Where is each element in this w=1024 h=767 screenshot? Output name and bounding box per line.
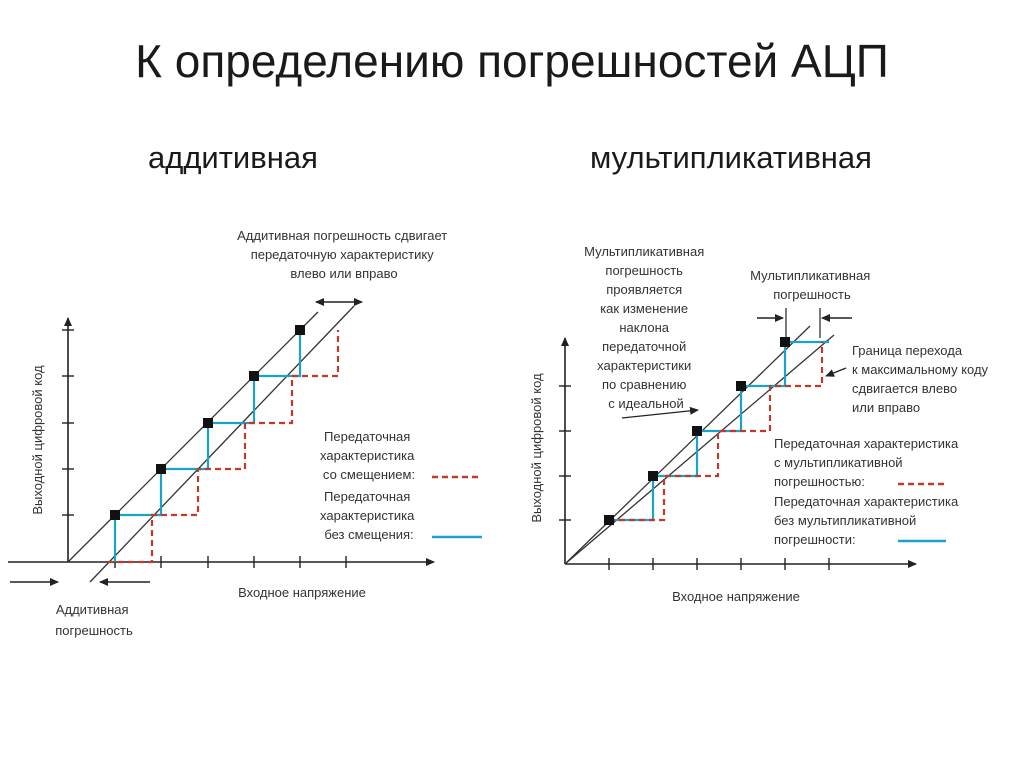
left-x-axis-label: Входное напряжение — [238, 585, 366, 600]
left-code-markers — [110, 325, 305, 520]
page-title: К определению погрешностей АЦП — [135, 35, 889, 87]
right-x-ticks — [608, 558, 830, 570]
left-bottom-note: Аддитивная погрешность — [55, 602, 133, 638]
additive-diagram: Выходной цифровой код Входное напряжение… — [8, 228, 482, 638]
multiplicative-diagram: Выходной цифровой код Входное напряжение… — [529, 244, 992, 604]
right-y-ticks — [559, 385, 571, 521]
right-code-markers — [604, 337, 790, 525]
left-y-axis-label: Выходной цифровой код — [30, 365, 45, 515]
legend-mult-label: Передаточная характеристика с мультиплик… — [774, 436, 962, 489]
boundary-note: Граница перехода к максимальному коду сд… — [852, 343, 992, 415]
left-y-ticks — [62, 329, 74, 516]
subtitle-additive: аддитивная — [148, 140, 318, 175]
right-mult-diagonal — [564, 334, 835, 565]
right-x-axis-label: Входное напряжение — [672, 589, 800, 604]
right-ideal-staircase — [609, 340, 829, 522]
slope-note: Мультипликативная погрешность проявляетс… — [584, 244, 708, 411]
left-ideal-staircase — [113, 330, 302, 562]
left-top-note: Аддитивная погрешность сдвигает передато… — [237, 228, 451, 281]
slope-pointer-arrow — [621, 406, 699, 419]
right-mult-staircase — [609, 342, 824, 522]
left-shifted-diagonal — [89, 305, 355, 583]
subtitle-multiplicative: мультипликативная — [590, 140, 872, 175]
left-shifted-staircase — [108, 330, 340, 564]
left-ideal-diagonal — [67, 311, 319, 563]
boundary-pointer-arrow — [825, 367, 847, 377]
legend-shifted-label: Передаточная характеристика со смещением… — [320, 429, 418, 482]
legend-ideal-label-right: Передаточная характеристика без мультипл… — [774, 494, 962, 547]
right-y-axis-label: Выходной цифровой код — [529, 373, 544, 523]
mult-note: Мультипликативная погрешность — [750, 268, 874, 302]
legend-ideal-label: Передаточная характеристика без смещения… — [320, 489, 418, 542]
